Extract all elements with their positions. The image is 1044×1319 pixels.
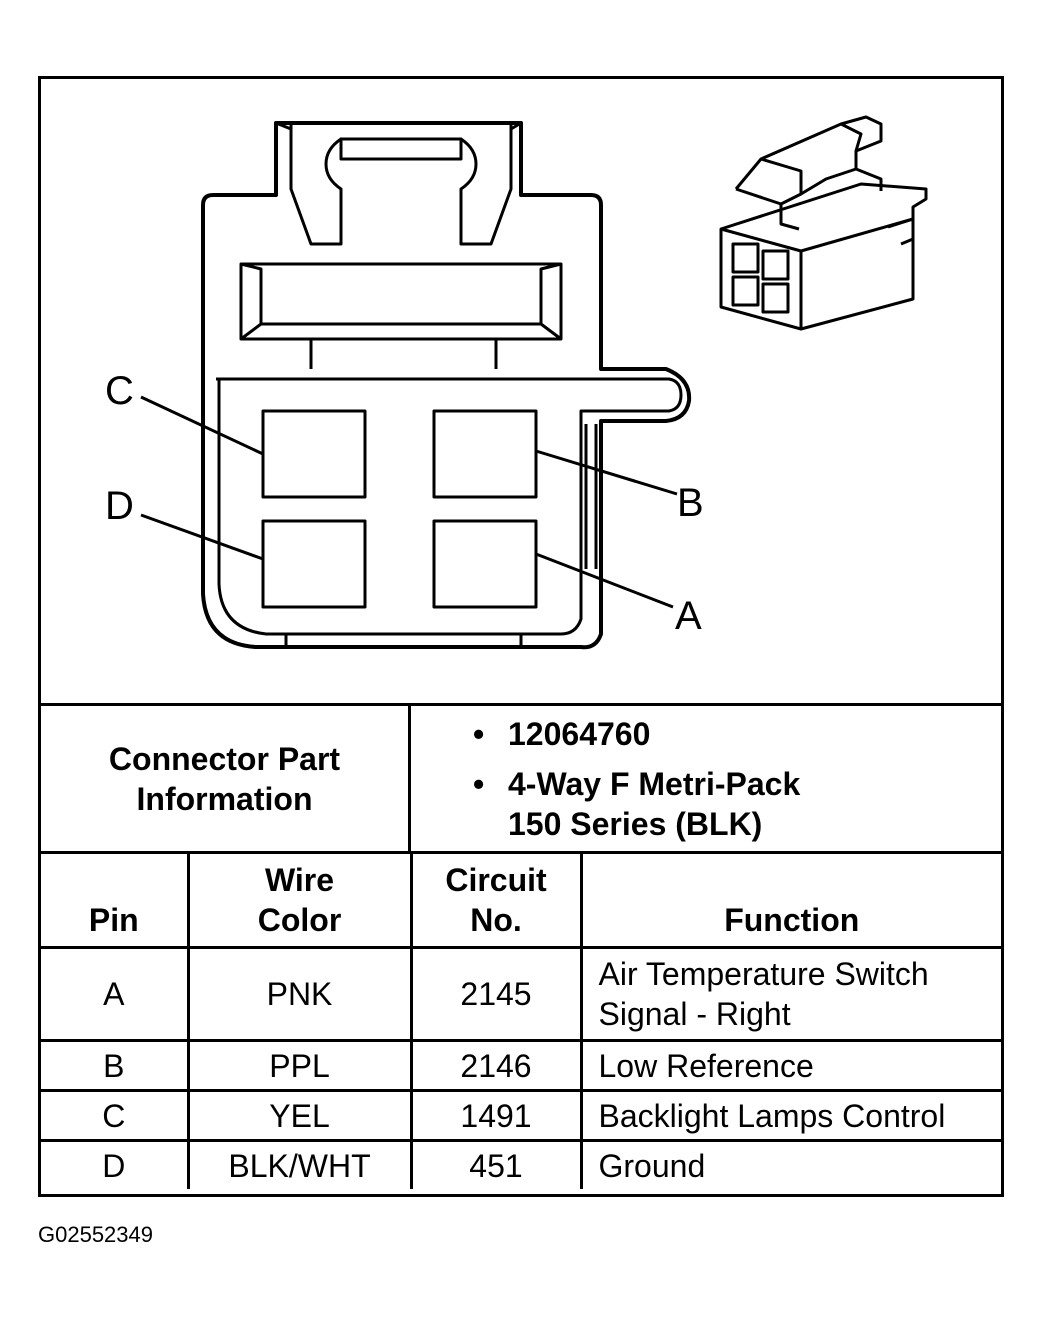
cell-circuit: 451	[409, 1139, 583, 1189]
table-row: B PPL 2146 Low Reference	[41, 1039, 1001, 1092]
connector-face-drawing: C D B A	[105, 115, 928, 650]
cell-circuit: 1491	[409, 1089, 583, 1142]
header-pin: Pin	[41, 851, 190, 949]
cell-circuit: 2146	[409, 1039, 583, 1092]
cell-circuit: 2145	[409, 946, 583, 1042]
cell-wire-color: YEL	[186, 1089, 413, 1142]
part-number: 12064760	[411, 714, 1001, 754]
connector-description-line2: 150 Series (BLK)	[508, 806, 763, 842]
pin-label-b: B	[677, 481, 704, 525]
connector-3d-icon	[719, 115, 928, 331]
table-row: D BLK/WHT 451 Ground	[41, 1139, 1001, 1189]
cell-wire-color: PNK	[186, 946, 413, 1042]
cell-function: Backlight Lamps Control	[579, 1089, 1001, 1142]
cell-pin: B	[41, 1039, 190, 1092]
header-function: Function	[579, 851, 1001, 949]
pin-label-c: C	[105, 369, 134, 413]
connector-frame: C D B A Con	[38, 76, 1004, 1197]
table-row: C YEL 1491 Backlight Lamps Control	[41, 1089, 1001, 1142]
connector-info-label: Connector Part Information	[41, 706, 411, 851]
connector-description-line1: 4-Way F Metri-Pack	[411, 764, 1001, 804]
figure-id: G02552349	[38, 1222, 153, 1247]
cell-pin: A	[41, 946, 190, 1042]
connector-info-values: 12064760 4-Way F Metri-Pack 150 Series (…	[411, 706, 1001, 851]
cell-wire-color: BLK/WHT	[186, 1139, 413, 1189]
connector-diagram: C D B A	[41, 79, 1001, 703]
cell-wire-color: PPL	[186, 1039, 413, 1092]
pin-label-d: D	[105, 484, 134, 528]
cell-pin: C	[41, 1089, 190, 1142]
cell-function: Ground	[579, 1139, 1001, 1189]
pin-label-a: A	[675, 594, 702, 638]
connector-info-label-line1: Connector Part	[108, 740, 341, 777]
cell-function: Low Reference	[579, 1039, 1001, 1092]
connector-info-label-line2: Information	[136, 780, 313, 817]
cell-pin: D	[41, 1139, 190, 1189]
connector-info-row: Connector Part Information 12064760 4-Wa…	[41, 703, 1001, 851]
